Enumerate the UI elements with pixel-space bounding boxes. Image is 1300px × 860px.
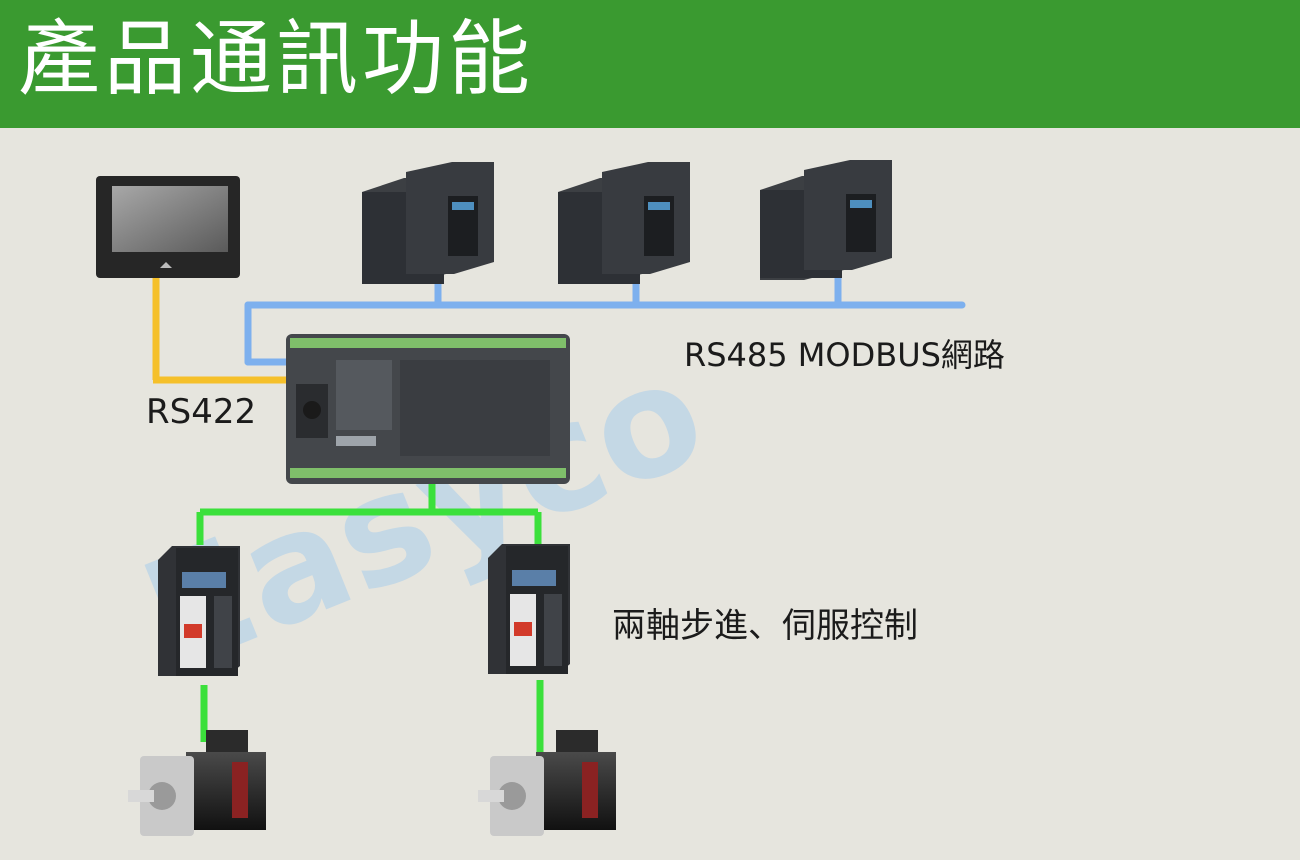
servo-motor-1 — [128, 730, 266, 836]
inverter-drive-group-1 — [362, 162, 494, 284]
plc-controller — [286, 334, 570, 484]
header-bar: 產品通訊功能 — [0, 0, 1300, 128]
inverter-drive-group-3 — [760, 160, 892, 280]
rs422-line — [152, 278, 290, 384]
rs485-modbus-label: RS485 MODBUS網路 — [684, 336, 1005, 374]
rs485-network-line — [244, 264, 966, 366]
rs422-label: RS422 — [146, 392, 257, 432]
servo-control-label: 兩軸步進、伺服控制 — [612, 606, 918, 646]
servo-driver-1 — [158, 546, 240, 676]
inverter-drive-group-2 — [558, 162, 690, 284]
servo-driver-2 — [488, 544, 570, 674]
servo-motor-2 — [478, 730, 616, 836]
page-title: 產品通訊功能 — [18, 12, 535, 107]
hmi-touch-panel — [96, 176, 240, 278]
